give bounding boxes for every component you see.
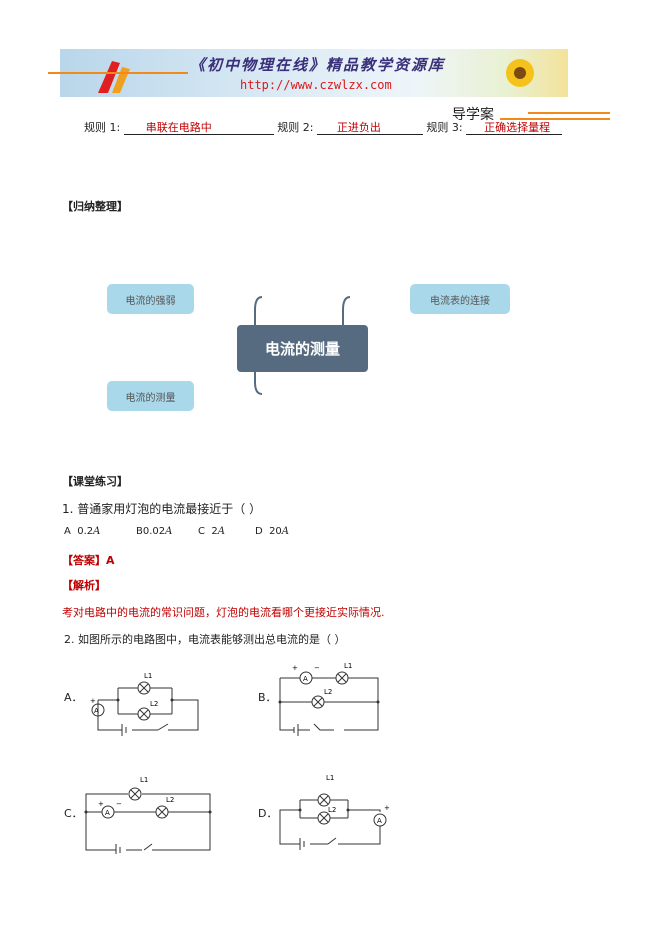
doc-label-stripe	[528, 112, 610, 114]
circuit-diagram-c: A + − L1 L2	[84, 776, 212, 854]
svg-text:A: A	[377, 817, 382, 825]
q1-stem: 1. 普通家用灯泡的电流最接近于（ ）	[62, 502, 262, 516]
svg-text:L2: L2	[328, 806, 336, 814]
q1-analysis-label: 【解析】	[62, 579, 106, 592]
q1-option-b: B0.02A	[136, 526, 173, 537]
doc-label: 导学案	[452, 107, 494, 123]
section-practice-heading: 【课堂练习】	[62, 475, 128, 488]
svg-text:+: +	[98, 800, 104, 808]
q1-analysis-text: 考对电路中的电流的常识问题，灯泡的电流看哪个更接近实际情况.	[62, 606, 385, 619]
svg-text:L2: L2	[150, 700, 158, 708]
svg-text:A: A	[105, 809, 110, 817]
rule-3-answer: 正确选择量程	[484, 121, 551, 135]
rule-1-answer: 串联在电路中	[145, 121, 212, 135]
svg-text:L1: L1	[326, 774, 334, 782]
svg-text:A: A	[94, 707, 99, 715]
mindmap-center: 电流的测量	[237, 325, 368, 372]
mindmap-node-current-strength: 电流的强弱	[107, 284, 194, 314]
svg-text:L2: L2	[324, 688, 332, 696]
q1-option-a: A 0.2A	[64, 526, 101, 537]
svg-text:A: A	[303, 675, 308, 683]
svg-text:L1: L1	[144, 672, 152, 680]
q2-label-c: C．	[64, 807, 83, 820]
doc-label-stripe-2	[500, 118, 610, 120]
q2-label-a: A．	[64, 691, 83, 704]
q1-answer: 【答案】A	[62, 554, 115, 567]
svg-text:+: +	[90, 697, 96, 705]
circuit-diagram-d: A + L1 L2	[279, 774, 390, 850]
svg-text:−: −	[116, 800, 122, 808]
svg-text:L2: L2	[166, 796, 174, 804]
banner-stripe-left	[48, 72, 188, 74]
rule-2-prefix: 规则 2:	[277, 121, 314, 134]
banner-title: 《初中物理在线》精品教学资源库	[190, 56, 446, 74]
svg-text:+: +	[384, 804, 390, 812]
circuit-diagram-b: A + − L1 L2	[278, 662, 380, 736]
q2-label-d: D．	[258, 807, 278, 820]
svg-text:+: +	[292, 664, 298, 672]
mindmap-node-ammeter-connection: 电流表的连接	[410, 284, 510, 314]
rules-line: 规则 1: 串联在电路中 规则 2: 正进负出 规则 3: 正确选择量程	[84, 119, 563, 135]
svg-text:L1: L1	[344, 662, 352, 670]
q1-option-d: D 20A	[255, 526, 290, 537]
svg-text:−: −	[314, 664, 320, 672]
rule-3-prefix: 规则 3:	[426, 121, 463, 134]
banner-url[interactable]: http://www.czwlzx.com	[240, 78, 392, 92]
section-summary-heading: 【归纳整理】	[62, 200, 128, 213]
rule-1-prefix: 规则 1:	[84, 121, 121, 134]
q2-label-b: B．	[258, 691, 277, 704]
rule-2-answer: 正进负出	[336, 121, 381, 135]
circuit-diagram-a: A + L1 L2	[90, 672, 199, 736]
q1-option-c: C 2A	[198, 526, 225, 537]
q2-stem: 2. 如图所示的电路图中，电流表能够测出总电流的是（ ）	[64, 633, 346, 646]
mindmap-node-current-measurement: 电流的测量	[107, 381, 194, 411]
svg-text:L1: L1	[140, 776, 148, 784]
